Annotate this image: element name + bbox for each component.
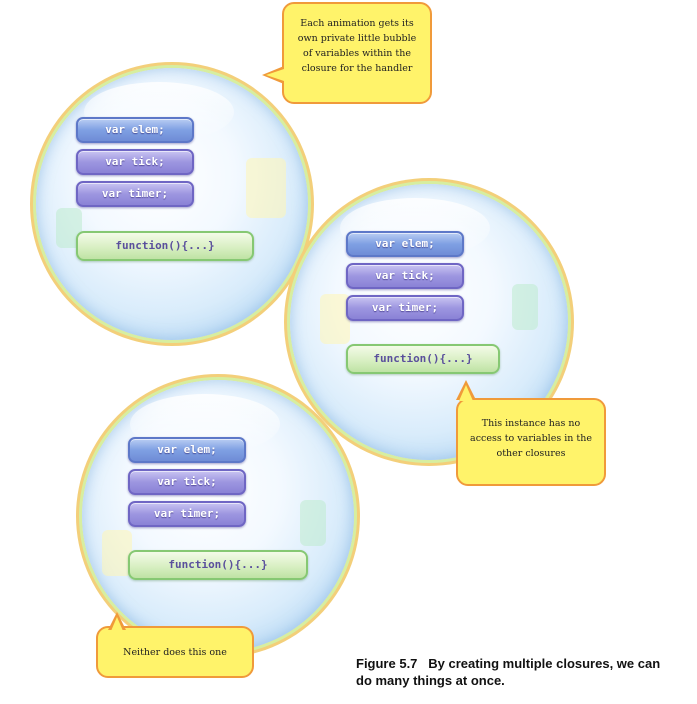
- callout-line: closure for the handler: [301, 63, 413, 74]
- variable-box: var tick;: [76, 149, 194, 175]
- callout-middle-tail-fill: [459, 385, 473, 401]
- bubble-tint: [512, 284, 538, 330]
- callout-line: This instance has no: [481, 418, 581, 429]
- callout-bottom: Neither does this one: [96, 626, 254, 678]
- callout-line: own private little bubble: [297, 33, 417, 44]
- callout-line: other closures: [496, 448, 566, 459]
- callout-line: of variables within the: [302, 48, 411, 59]
- variable-box: var timer;: [76, 181, 194, 207]
- variable-box: var timer;: [128, 501, 246, 527]
- callout-middle: This instance has no access to variables…: [456, 398, 606, 486]
- callout-line: access to variables in the: [470, 433, 592, 444]
- variable-box: var elem;: [346, 231, 464, 257]
- function-box: function(){...}: [76, 231, 254, 261]
- callout-top-tail-fill: [266, 69, 284, 81]
- bubble-tint: [102, 530, 132, 576]
- callout-bottom-tail-fill: [111, 617, 123, 631]
- variable-box: var tick;: [346, 263, 464, 289]
- function-box: function(){...}: [128, 550, 308, 580]
- variable-box: var tick;: [128, 469, 246, 495]
- caption-line: Figure 5.7 By creating multiple closures…: [356, 656, 661, 671]
- variable-box: var elem;: [128, 437, 246, 463]
- callout-top: Each animation gets its own private litt…: [282, 2, 432, 104]
- variable-box: var elem;: [76, 117, 194, 143]
- bubble-tint: [246, 158, 286, 218]
- callout-line: Neither does this one: [123, 647, 227, 658]
- callout-line: Each animation gets its: [300, 18, 414, 29]
- bubble-tint: [300, 500, 326, 546]
- caption-line: do many things at once.: [356, 673, 505, 688]
- figure-caption: Figure 5.7 By creating multiple closures…: [356, 655, 696, 689]
- bubble-tint: [320, 294, 350, 344]
- variable-box: var timer;: [346, 295, 464, 321]
- function-box: function(){...}: [346, 344, 500, 374]
